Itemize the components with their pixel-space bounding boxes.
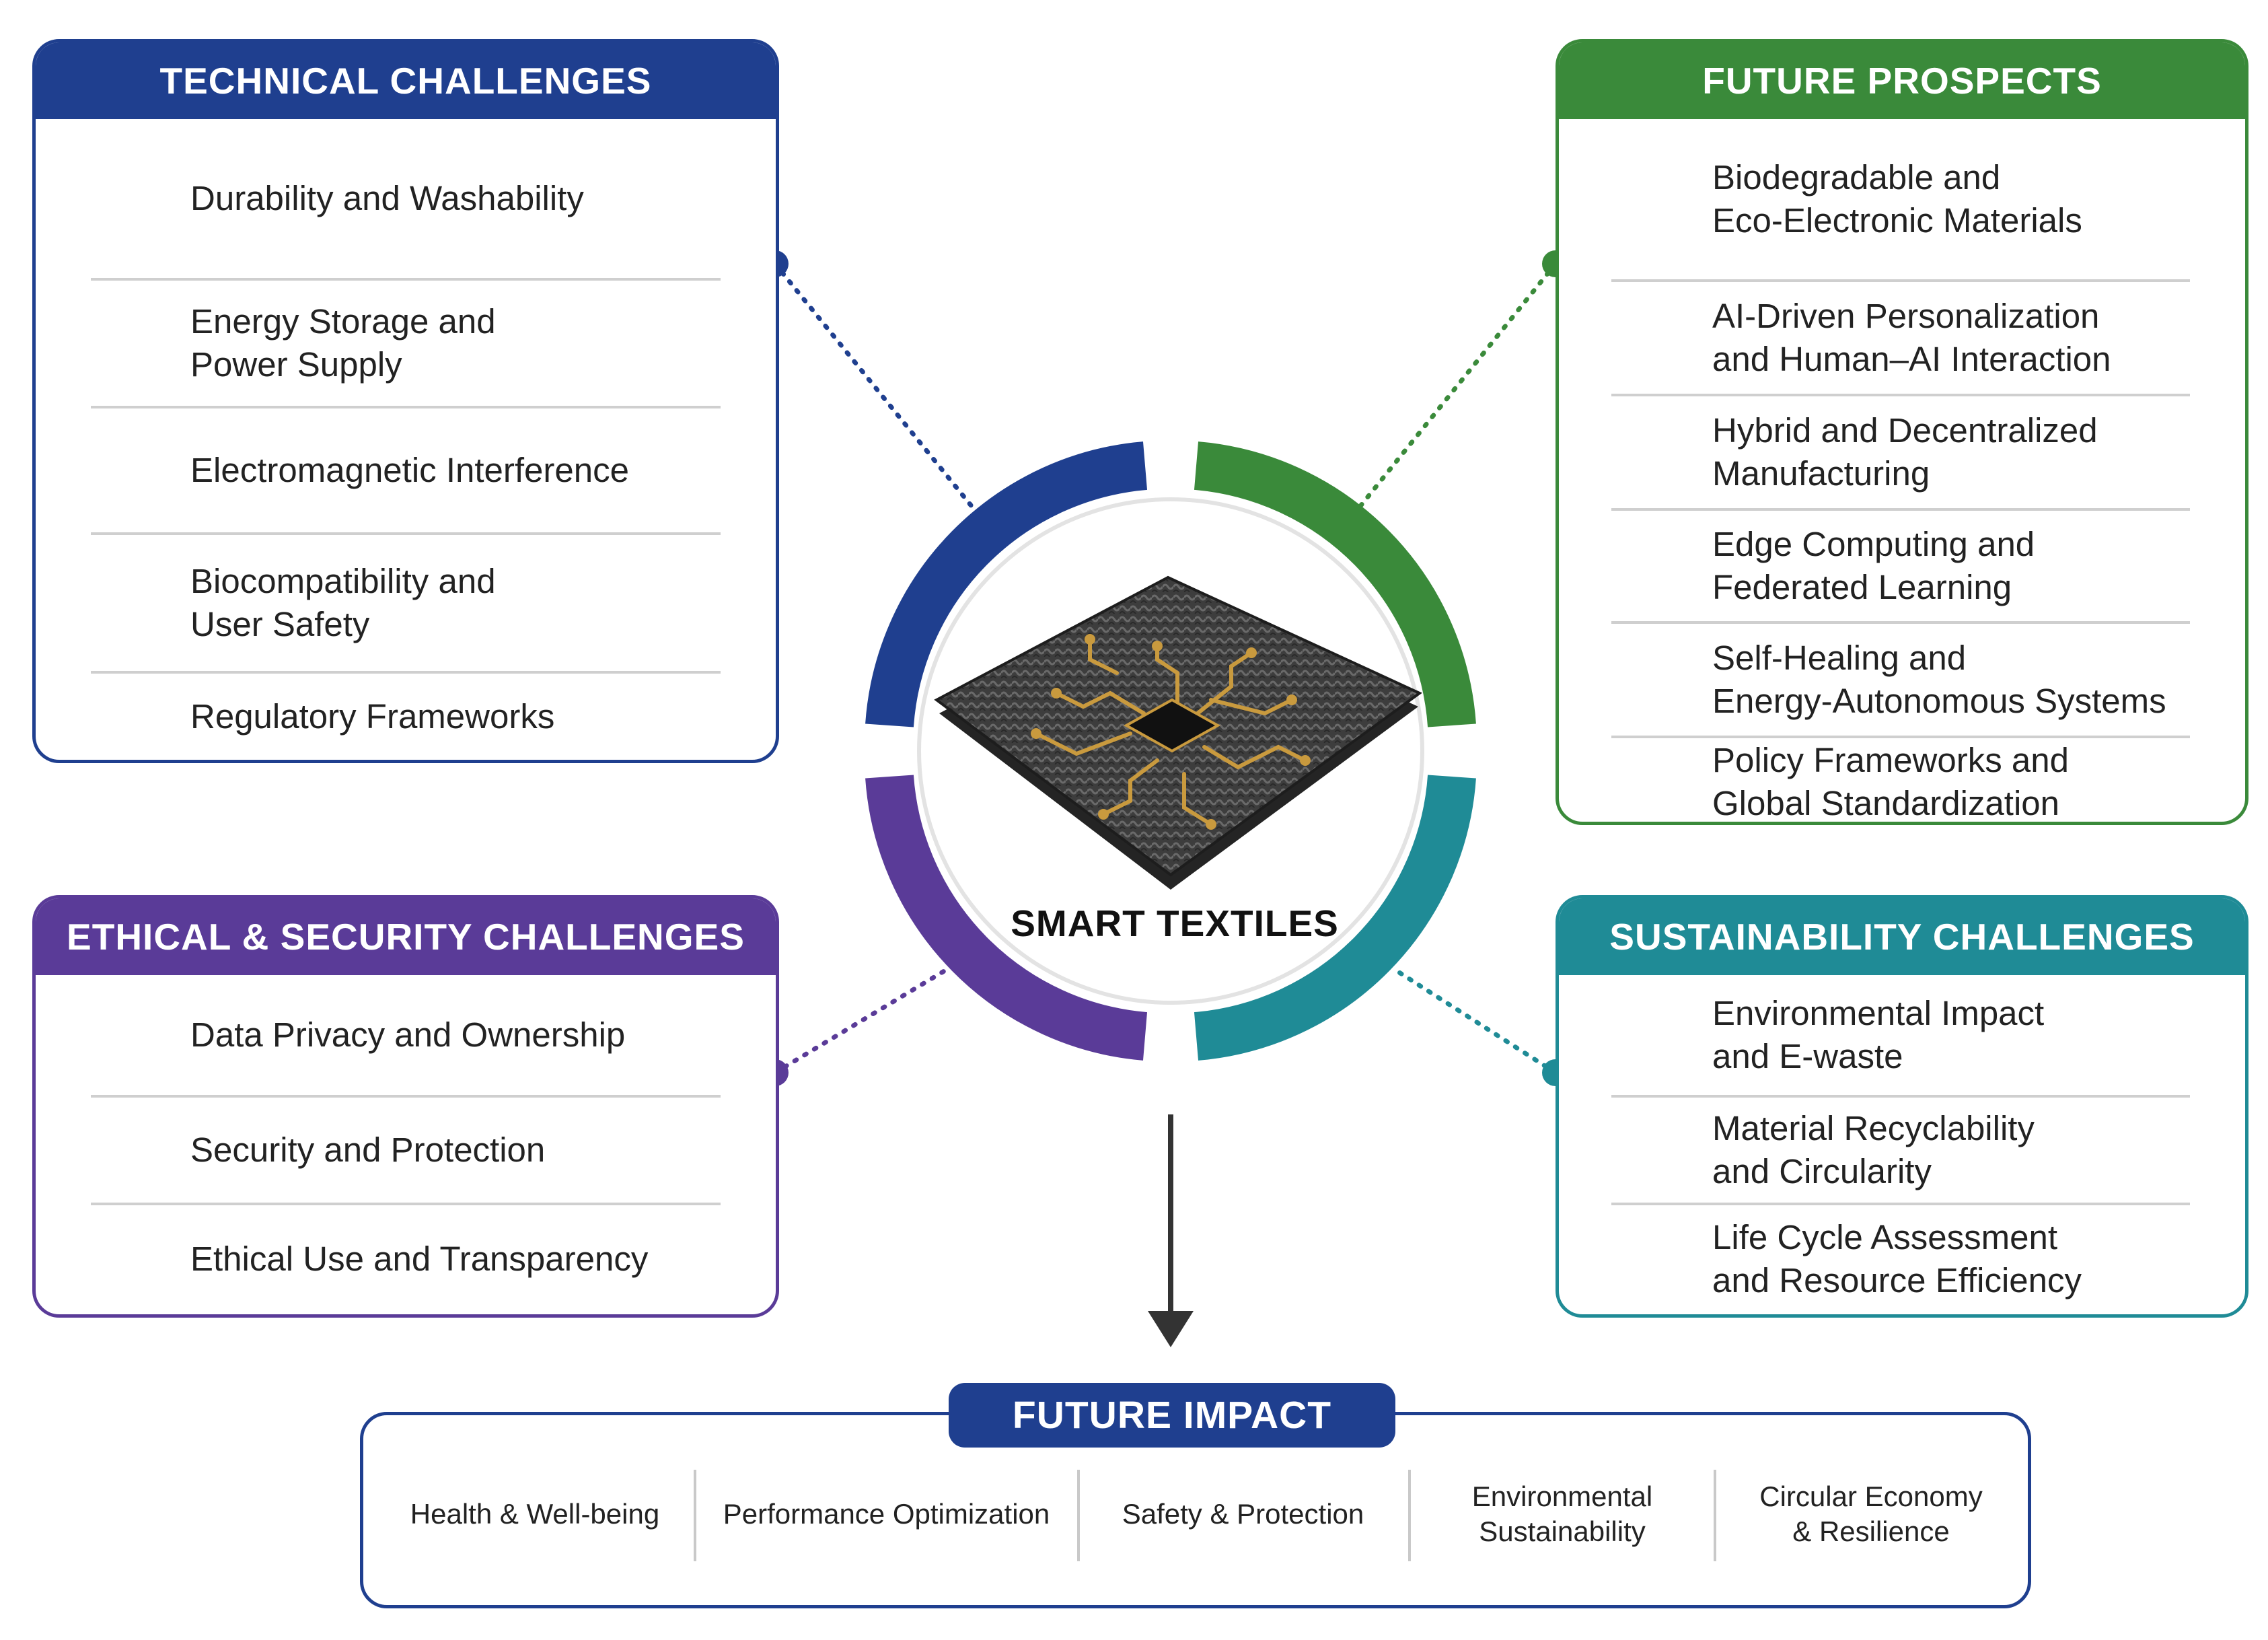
ring-segment-future bbox=[1194, 441, 1476, 727]
technical-item: Durability and Washability bbox=[190, 179, 584, 217]
future-item: Edge Computing and Federated Learning bbox=[1712, 525, 2035, 606]
divider bbox=[91, 1203, 721, 1205]
impact-separator bbox=[1408, 1470, 1411, 1561]
divider bbox=[1611, 621, 2190, 624]
impact-item: Health & Well-being bbox=[410, 1498, 660, 1530]
ethical-security-title: ETHICAL & SECURITY CHALLENGES bbox=[36, 898, 776, 975]
down-arrow bbox=[1148, 1114, 1194, 1347]
ethical-item: Data Privacy and Ownership bbox=[190, 1015, 626, 1054]
technical-item: Biocompatibility and User Safety bbox=[190, 562, 496, 643]
sustainability-title: SUSTAINABILITY CHALLENGES bbox=[1559, 898, 2245, 975]
connector-technical bbox=[772, 261, 974, 509]
ring-segment-sustainability bbox=[1194, 775, 1476, 1061]
impact-separator bbox=[1077, 1470, 1080, 1561]
future-prospects-panel: FUTURE PROSPECTS Biodegradable and Eco-E… bbox=[1556, 39, 2248, 825]
impact-item: Environmental Sustainability bbox=[1471, 1481, 1653, 1547]
divider bbox=[1611, 279, 2190, 282]
technical-item: Energy Storage and Power Supply bbox=[190, 302, 496, 384]
smart-textile-chip-illustration bbox=[934, 575, 1422, 890]
future-item: Hybrid and Decentralized Manufacturing bbox=[1712, 411, 2098, 493]
technical-item: Electromagnetic Interference bbox=[190, 451, 629, 489]
future-item: Biodegradable and Eco-Electronic Materia… bbox=[1712, 158, 2082, 240]
divider bbox=[91, 671, 721, 674]
ring-segment-ethical bbox=[865, 775, 1148, 1061]
impact-separator bbox=[694, 1470, 696, 1561]
technical-challenges-title: TECHNICAL CHALLENGES bbox=[36, 42, 776, 119]
microchip bbox=[1123, 698, 1221, 753]
divider bbox=[91, 532, 721, 535]
future-item: Self-Healing and Energy-Autonomous Syste… bbox=[1712, 639, 2166, 720]
future-prospects-title: FUTURE PROSPECTS bbox=[1559, 42, 2245, 119]
divider bbox=[1611, 394, 2190, 396]
connector-ethical bbox=[772, 968, 948, 1075]
ethical-item: Security and Protection bbox=[190, 1131, 546, 1169]
divider bbox=[91, 406, 721, 408]
ethical-item: Ethical Use and Transparency bbox=[190, 1240, 649, 1278]
technical-item: Regulatory Frameworks bbox=[190, 697, 555, 736]
sustainability-item: Material Recyclability and Circularity bbox=[1712, 1109, 2035, 1190]
future-item: AI-Driven Personalization and Human–AI I… bbox=[1712, 297, 2111, 378]
impact-item: Safety & Protection bbox=[1122, 1498, 1364, 1530]
smart-textiles-label: SMART TEXTILES bbox=[1011, 902, 1339, 944]
ethical-security-panel: ETHICAL & SECURITY CHALLENGES Data Priva… bbox=[32, 895, 779, 1318]
sustainability-item: Environmental Impact and E-waste bbox=[1712, 994, 2045, 1075]
connector-sustainability bbox=[1393, 968, 1558, 1075]
divider bbox=[1611, 736, 2190, 738]
ring-segment-technical bbox=[865, 441, 1148, 727]
impact-item: Performance Optimization bbox=[723, 1498, 1050, 1530]
impact-item: Circular Economy & Resilience bbox=[1759, 1481, 1983, 1547]
center-ring bbox=[865, 441, 1476, 1061]
divider bbox=[1611, 508, 2190, 511]
connector-future bbox=[1358, 261, 1558, 509]
sustainability-item: Life Cycle Assessment and Resource Effic… bbox=[1712, 1218, 2082, 1299]
divider bbox=[91, 1095, 721, 1098]
technical-challenges-panel: TECHNICAL CHALLENGES Durability and Wash… bbox=[32, 39, 779, 763]
divider bbox=[91, 278, 721, 281]
future-impact-title: FUTURE IMPACT bbox=[949, 1383, 1395, 1448]
future-item: Policy Frameworks and Global Standardiza… bbox=[1712, 741, 2069, 822]
sustainability-panel: SUSTAINABILITY CHALLENGES Environmental … bbox=[1556, 895, 2248, 1318]
divider bbox=[1611, 1203, 2190, 1205]
divider bbox=[1611, 1095, 2190, 1098]
impact-separator bbox=[1714, 1470, 1716, 1561]
